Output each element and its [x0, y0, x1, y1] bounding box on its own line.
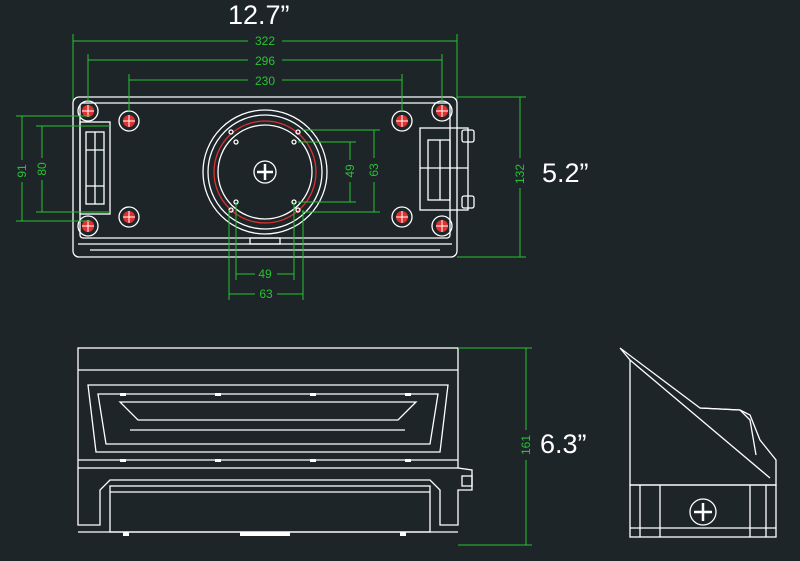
dimension-pattern-height-inner: 49	[298, 141, 358, 203]
dimension-label: 63	[367, 163, 381, 177]
mounting-hole	[118, 206, 140, 228]
front-view: 161	[77, 347, 534, 546]
top-view-outline	[72, 96, 458, 258]
dimension-pattern-height-outer: 63	[302, 129, 382, 213]
dimension-left-height-outer: 91	[14, 115, 90, 222]
mounting-hole	[77, 100, 99, 122]
right-bracket	[419, 127, 475, 211]
dimension-outer-hole-span: 296	[87, 53, 443, 101]
dimension-label: 161	[519, 435, 533, 455]
dimension-inner-hole-span: 230	[128, 73, 403, 111]
dimension-label: 322	[255, 34, 275, 48]
dimension-label: 49	[258, 267, 272, 281]
dimension-pattern-width-outer: 63	[228, 210, 304, 301]
dimension-overall-height: 132	[457, 96, 528, 258]
front-view-outline	[77, 347, 459, 469]
side-view	[619, 347, 777, 538]
left-bracket	[79, 121, 111, 215]
dimension-label: 91	[15, 164, 29, 178]
top-view: 322 296 230 91	[14, 33, 528, 301]
top-view-tab	[249, 237, 281, 245]
width-inches-label: 12.7”	[228, 0, 290, 30]
mounting-hole	[391, 110, 413, 132]
screw-icon	[689, 498, 717, 526]
dimension-pattern-width-inner: 49	[235, 202, 295, 281]
mounting-hole	[391, 206, 413, 228]
screw-icon	[253, 160, 277, 184]
mounting-hole	[431, 215, 453, 237]
mounting-hole	[77, 215, 99, 237]
depth-inches-label: 6.3”	[540, 429, 587, 459]
height-inches-label: 5.2”	[542, 158, 589, 188]
mounting-hole	[431, 100, 453, 122]
dimension-label: 296	[255, 54, 275, 68]
mounting-holes	[77, 100, 453, 237]
dimension-label: 80	[35, 162, 49, 176]
dimension-label: 49	[343, 164, 357, 178]
dimension-label: 63	[259, 287, 273, 301]
side-view-base	[629, 484, 777, 538]
mounting-hole	[118, 110, 140, 132]
dimension-label: 132	[513, 164, 527, 184]
dimension-left-height-inner: 80	[34, 125, 110, 213]
dimension-front-height: 161	[458, 347, 534, 546]
center-mount	[202, 109, 328, 235]
dimension-label: 230	[255, 74, 275, 88]
dimension-overall-width: 322	[72, 33, 458, 100]
front-view-recess	[87, 384, 449, 453]
front-view-bracket	[77, 467, 473, 526]
